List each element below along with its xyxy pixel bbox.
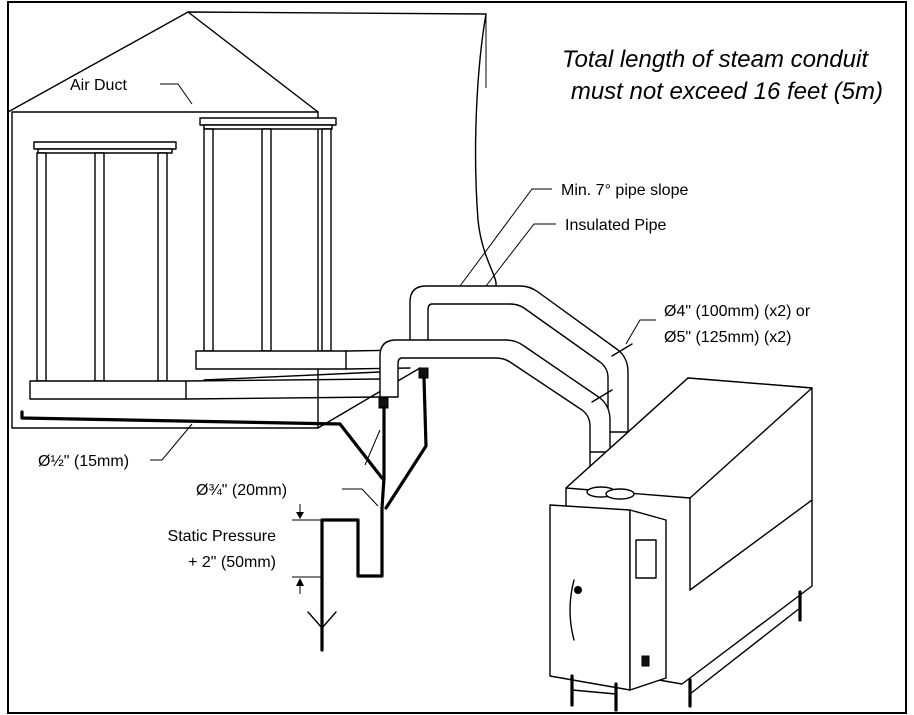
lower-pipe-elbow-seam	[591, 389, 613, 403]
drain-three-quarter-inch-label: Ø¾" (20mm)	[196, 482, 287, 499]
drain-half-inch-label: Ø½" (15mm)	[38, 453, 129, 470]
manifold-left-top-rail-lower	[37, 148, 173, 154]
humidifier-display	[635, 539, 657, 579]
manifold-left-header-extension	[185, 378, 381, 400]
pipe-size-label-line-1: Ø4" (100mm) (x2) or	[664, 303, 811, 320]
static-pressure-label-line-2: + 2" (50mm)	[188, 554, 276, 571]
manifold-right-tube-3	[321, 128, 332, 352]
insulated-pipe-leader	[485, 223, 556, 287]
drain-three-quarter-leader	[342, 488, 379, 507]
manifold-left-drain-line	[20, 410, 384, 480]
air-duct-top-edge	[187, 11, 319, 113]
open-drain-funnel	[307, 611, 337, 629]
steam-humidifier-unit	[549, 377, 813, 712]
humidifier-door-latch	[574, 586, 582, 594]
drain-down-right	[384, 376, 428, 510]
humidifier-stand-crossbars	[571, 607, 801, 695]
pipe-slope-leader	[459, 188, 552, 287]
steam-conduit-note-line-1: Total length of steam conduit	[562, 46, 869, 73]
air-duct-front-face	[11, 111, 319, 429]
steam-conduit-note-line-2: must not exceed 16 feet (5m)	[571, 78, 883, 105]
humidifier-front-cabinet	[549, 504, 631, 691]
steam-manifold-right	[195, 117, 411, 370]
diagram-frame	[7, 1, 907, 714]
humidifier-power-switch	[641, 655, 650, 667]
drain-down-left	[380, 406, 386, 510]
manifold-left-header	[29, 380, 187, 400]
manifold-left-tube-3	[157, 152, 168, 382]
air-duct-top-outline	[7, 11, 497, 299]
condensate-drain-lines	[20, 367, 429, 652]
air-duct-leader	[160, 83, 193, 105]
drain-half-leader	[150, 423, 193, 461]
humidifier-door-handle	[569, 579, 575, 641]
leader-lines	[150, 83, 656, 507]
drain-tee	[364, 429, 381, 466]
manifold-left-top-rail	[33, 141, 177, 150]
air-duct-label: Air Duct	[70, 77, 127, 94]
manifold-left-tube-1	[36, 152, 47, 382]
air-duct-bottom-edge	[317, 367, 421, 429]
lower-insulated-pipe	[379, 339, 611, 493]
humidifier-top-panel	[565, 377, 813, 499]
pipe-size-label-line-2: Ø5" (125mm) (x2)	[664, 329, 791, 346]
steam-outlet-right	[605, 488, 635, 500]
static-pressure-label-line-1: Static Pressure	[168, 528, 277, 545]
manifold-right-header	[195, 350, 347, 370]
drain-trap-loop	[320, 506, 384, 652]
steam-manifold-left	[29, 141, 381, 400]
pipe-size-leader	[625, 319, 656, 345]
upper-pipe-elbow-seam	[611, 343, 633, 357]
pipe-slope-label: Min. 7° pipe slope	[561, 182, 688, 199]
manifold-left-tube-2	[94, 152, 105, 382]
insulated-pipe-label: Insulated Pipe	[565, 217, 667, 234]
manifold-right-tube-2	[261, 128, 272, 352]
humidifier-side-panel-edge	[689, 499, 813, 591]
dimension-extension-lines	[292, 519, 322, 578]
manifold-right-top-rail	[199, 117, 337, 126]
static-pressure-dimension	[292, 504, 322, 594]
dimension-arrowheads	[296, 512, 304, 586]
manifold-right-tube-1	[203, 128, 214, 352]
pipe-slope-line	[203, 371, 381, 381]
